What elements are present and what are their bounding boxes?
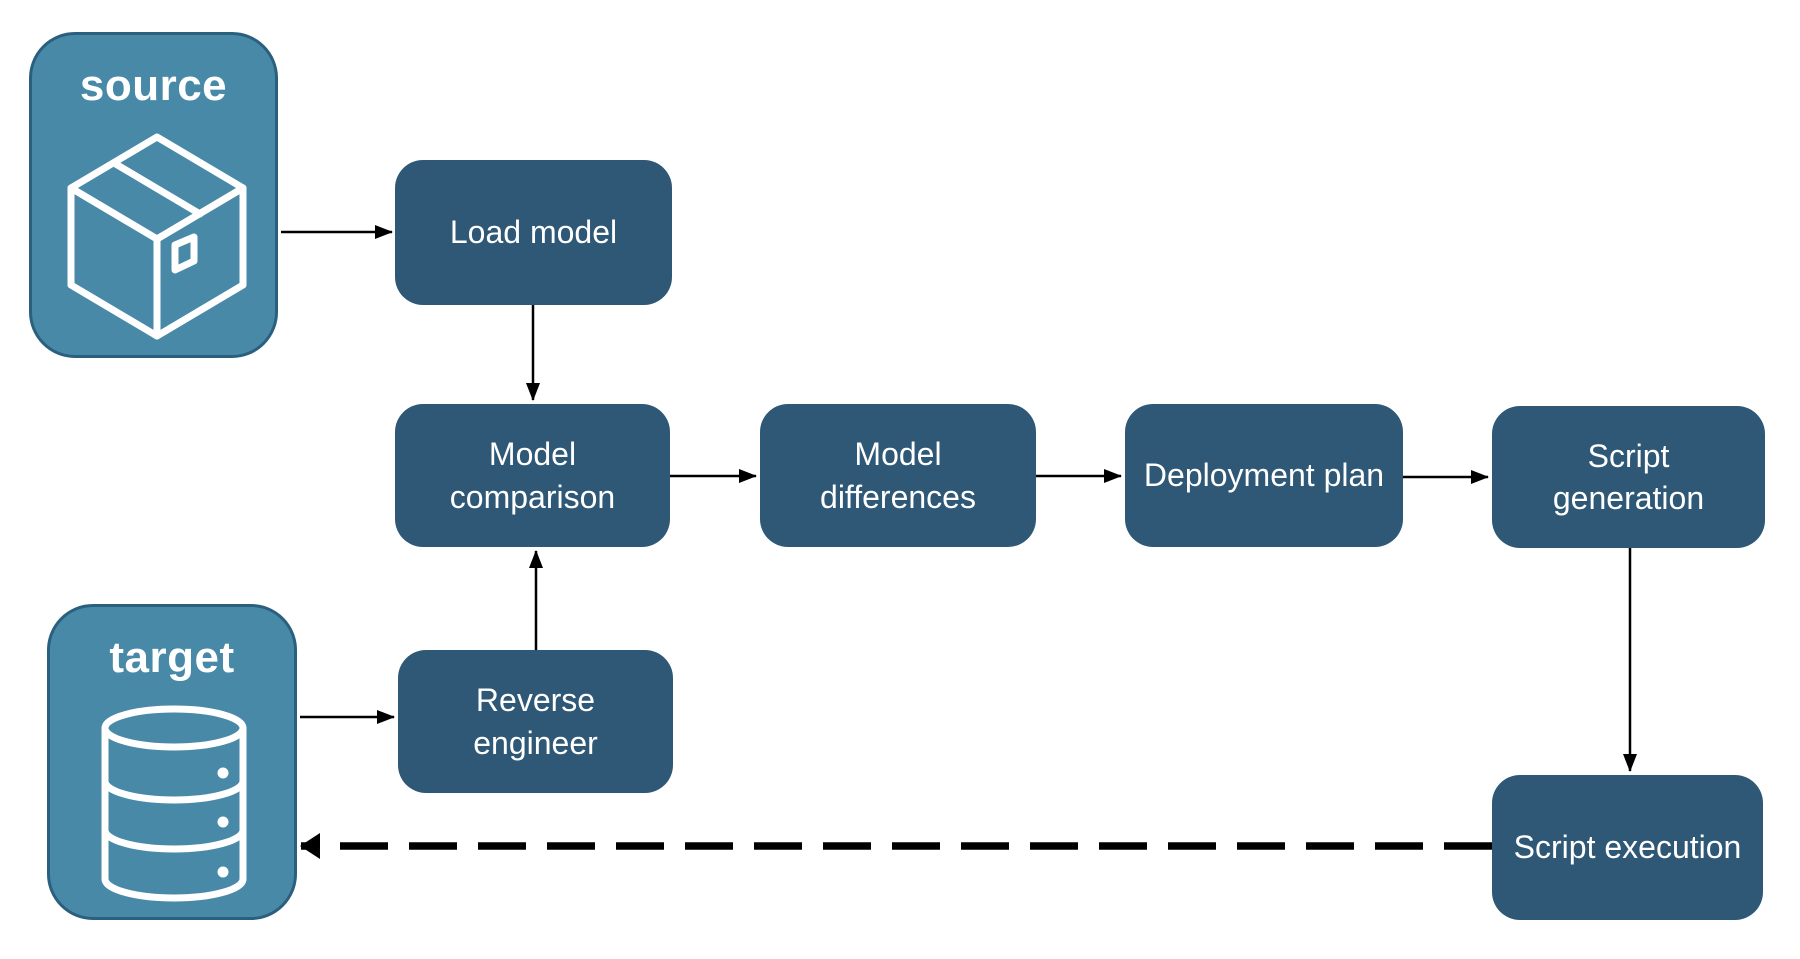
node-deployment-plan: Deployment plan <box>1125 404 1403 547</box>
node-label: Load model <box>449 214 618 251</box>
node-reverse-engineer: Reverse engineer <box>398 650 673 793</box>
node-load-model: Load model <box>395 160 672 305</box>
node-model-differences: Model differences <box>760 404 1036 547</box>
node-label: Deployment plan <box>1143 457 1385 494</box>
node-model-comparison: Model comparison <box>395 404 670 547</box>
database-icon <box>101 705 247 902</box>
node-script-generation: Script generation <box>1492 406 1765 548</box>
node-label: Model comparison <box>449 436 616 515</box>
node-script-execution: Script execution <box>1492 775 1763 920</box>
node-label: Model differences <box>820 436 976 515</box>
target-label: target <box>109 633 235 682</box>
node-label: Script generation <box>1552 437 1705 516</box>
package-icon <box>67 133 247 340</box>
endpoint-target: target <box>47 604 297 920</box>
node-label: Script execution <box>1513 829 1742 866</box>
source-label: source <box>79 61 228 110</box>
node-label: Reverse engineer <box>473 682 598 761</box>
endpoint-source: source <box>29 32 278 358</box>
